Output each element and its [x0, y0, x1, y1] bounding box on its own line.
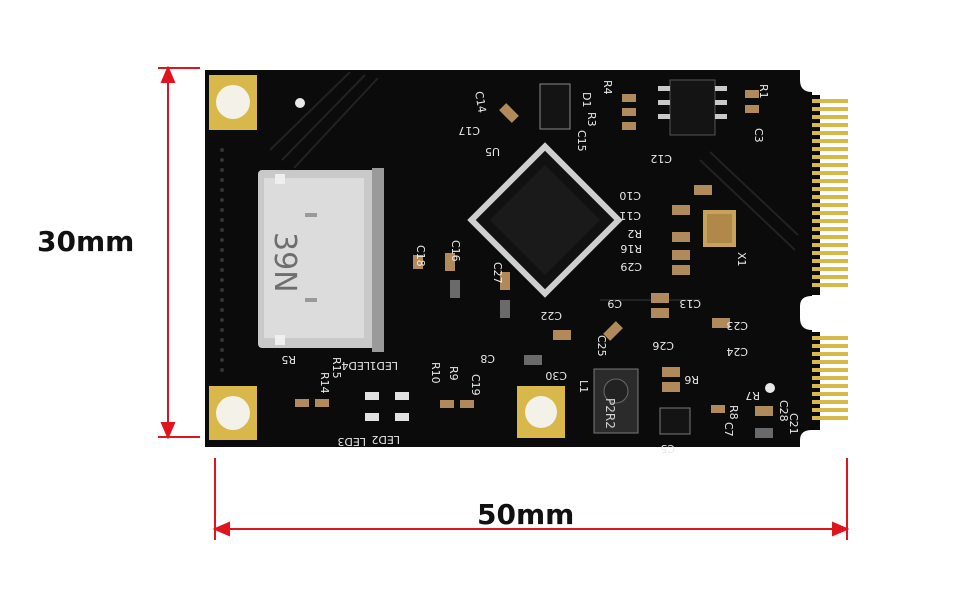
designator-r3: R3: [585, 112, 598, 127]
gold-fingers-upper: [812, 99, 848, 287]
flash-chip: [658, 79, 727, 136]
gold-fingers-lower: [812, 336, 848, 420]
designator-c22: C22: [540, 309, 562, 322]
trace-lines: [269, 71, 799, 301]
designator-c29: C29: [620, 260, 642, 273]
designator-c26: C26: [652, 339, 674, 352]
mounting-pad-top-left: [209, 75, 257, 130]
designator-c9: C9: [607, 297, 622, 310]
fpc-connector: [258, 168, 384, 352]
designator-c19: C19: [469, 374, 482, 396]
designator-c27: C27: [491, 262, 504, 284]
mounting-pad-bottom-left: [209, 386, 257, 440]
inductor-label: P2R2: [603, 398, 617, 429]
designator-c21: C21: [787, 413, 800, 435]
designator-c23: C23: [726, 319, 748, 332]
designator-c28: C28: [777, 400, 790, 422]
small-components: [295, 90, 773, 438]
fiducial-dot: [295, 98, 305, 108]
designator-c7: C7: [722, 422, 735, 437]
designator-x1: X1: [735, 252, 748, 267]
connector-label: 39N: [267, 232, 302, 293]
designator-led1: LED1: [369, 359, 398, 372]
designator-l1: L1: [577, 380, 590, 393]
height-dimension: [158, 65, 200, 440]
designator-c5: C5: [660, 442, 675, 455]
designator-r15: R15: [330, 357, 343, 379]
main-chip: [467, 142, 623, 298]
inductor-l1: [593, 368, 639, 434]
designator-r2: R2: [627, 227, 642, 240]
designator-c14: C14: [472, 90, 489, 114]
designator-c3: C3: [752, 128, 765, 143]
designator-u5: U5: [485, 145, 500, 158]
designator-c10: C10: [619, 189, 641, 202]
mounting-pad-bottom-center: [517, 386, 565, 438]
designator-c30: C30: [545, 369, 567, 382]
designator-r10: R10: [429, 362, 442, 384]
designator-led3: LED3: [337, 435, 366, 448]
designator-c11: C11: [619, 209, 641, 222]
designator-led4: LED4: [341, 359, 370, 372]
designator-r14: R14: [318, 372, 331, 394]
designator-r16: R16: [620, 242, 642, 255]
designator-c8: C8: [480, 352, 495, 365]
designator-r1: R1: [757, 84, 770, 99]
designator-led2: LED2: [371, 433, 400, 446]
designator-r6: R6: [684, 373, 699, 386]
designator-c15: C15: [575, 130, 588, 152]
via-column-left: [220, 148, 224, 372]
width-label: 50mm: [477, 498, 575, 531]
designator-c25: C25: [595, 335, 608, 357]
designator-r7: R7: [745, 389, 760, 402]
width-dimension: [212, 458, 850, 540]
designator-c12: C12: [650, 152, 672, 165]
designator-r4: R4: [601, 80, 614, 95]
designator-c13: C13: [679, 297, 701, 310]
designator-c18: C18: [414, 245, 427, 267]
designator-c17: C17: [458, 124, 480, 137]
height-label: 30mm: [37, 225, 135, 258]
diode-d1: [539, 83, 571, 130]
designator-d1: D1: [580, 92, 593, 107]
designator-r8: R8: [727, 405, 740, 420]
designator-r5: R5: [281, 353, 296, 366]
fiducial-dot: [765, 383, 775, 393]
designator-c16: C16: [449, 240, 462, 262]
designator-r9: R9: [447, 366, 460, 381]
crystal-x1: [703, 210, 736, 247]
designator-c24: C24: [726, 345, 748, 358]
